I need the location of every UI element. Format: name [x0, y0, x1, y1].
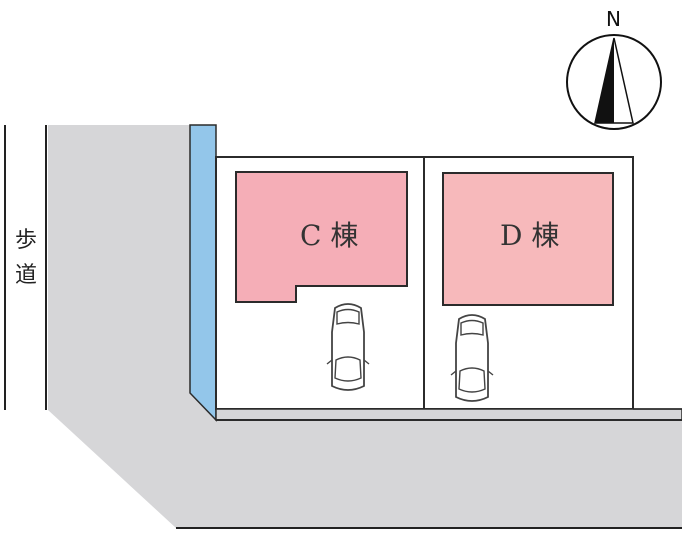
building-d-label: D 棟	[500, 219, 559, 252]
building-c-label: C 棟	[300, 219, 358, 252]
waterway	[189, 124, 217, 422]
building-d	[442, 172, 614, 306]
building-c	[235, 171, 408, 303]
road	[48, 125, 682, 528]
sidewalk-label-bottom: 道	[15, 263, 37, 288]
frontage-strip	[215, 408, 682, 421]
sidewalk-label-top: 歩	[15, 228, 37, 253]
compass-north-label: N	[606, 7, 621, 31]
compass-needle-shade	[595, 38, 614, 123]
north-compass: N	[566, 7, 662, 130]
car-icon-lot-d	[450, 314, 494, 402]
car-icon-lot-c	[326, 303, 370, 391]
